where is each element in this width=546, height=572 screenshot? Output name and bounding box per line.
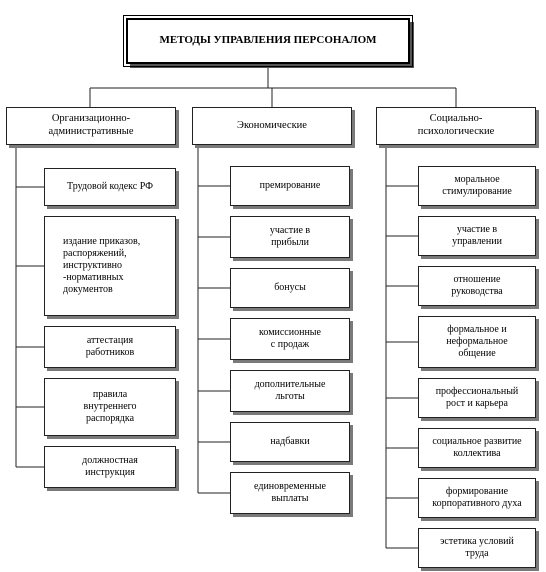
econ-item: надбавки bbox=[230, 422, 350, 462]
econ-item: единовременные выплаты bbox=[230, 472, 350, 514]
category-socio-psychological: Социально- психологические bbox=[376, 107, 536, 145]
org-item: должностная инструкция bbox=[44, 446, 176, 488]
org-item: Трудовой кодекс РФ bbox=[44, 168, 176, 206]
econ-item: комиссионные с продаж bbox=[230, 318, 350, 360]
econ-item: дополнительные льготы bbox=[230, 370, 350, 412]
socio-item: социальное развитие коллектива bbox=[418, 428, 536, 468]
org-item: аттестация работников bbox=[44, 326, 176, 368]
socio-item: моральное стимулирование bbox=[418, 166, 536, 206]
socio-item: формальное и неформальное общение bbox=[418, 316, 536, 368]
econ-item: бонусы bbox=[230, 268, 350, 308]
diagram-title: МЕТОДЫ УПРАВЛЕНИЯ ПЕРСОНАЛОМ bbox=[123, 15, 413, 67]
category-organizational: Организационно- административные bbox=[6, 107, 176, 145]
category-economic: Экономические bbox=[192, 107, 352, 145]
socio-item: эстетика условий труда bbox=[418, 528, 536, 568]
org-item: правила внутреннего распорядка bbox=[44, 378, 176, 436]
socio-item: формирование корпоративного духа bbox=[418, 478, 536, 518]
socio-item: отношение руководства bbox=[418, 266, 536, 306]
org-item: издание приказов, распоряжений, инструкт… bbox=[44, 216, 176, 316]
econ-item: премирование bbox=[230, 166, 350, 206]
econ-item: участие в прибыли bbox=[230, 216, 350, 258]
socio-item: участие в управлении bbox=[418, 216, 536, 256]
socio-item: профессиональный рост и карьера bbox=[418, 378, 536, 418]
